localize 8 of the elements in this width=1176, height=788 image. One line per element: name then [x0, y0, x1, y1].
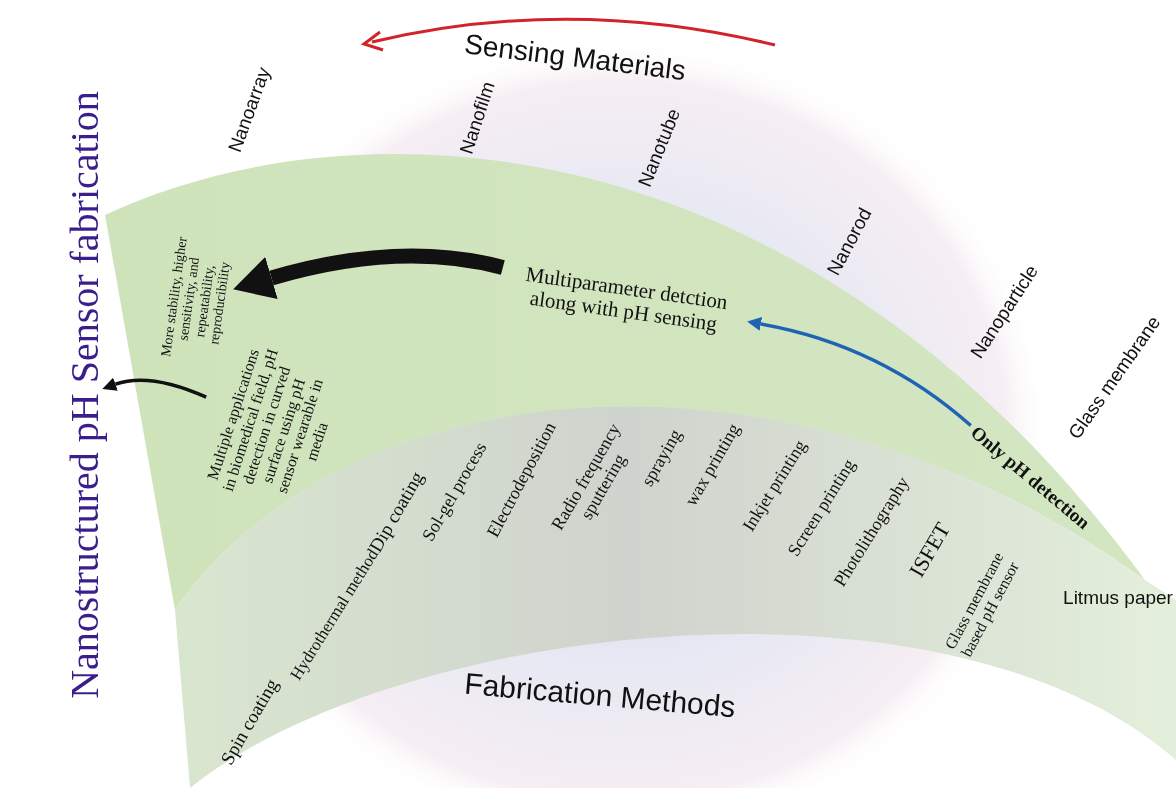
arrow — [747, 317, 972, 427]
material-label: Litmus paper — [1063, 587, 1173, 609]
section-heading: Fabrication Methods — [463, 666, 737, 724]
arrow — [102, 377, 207, 399]
detection-note: Multiparameter detction along with pH sensing — [498, 259, 752, 341]
vertical-title: Nanostructured pH Sensor fabrication — [63, 91, 107, 699]
arrow — [232, 248, 505, 300]
benefit-note: More stability, higher sensitivity, and repeatability, reproducibility — [156, 221, 238, 379]
